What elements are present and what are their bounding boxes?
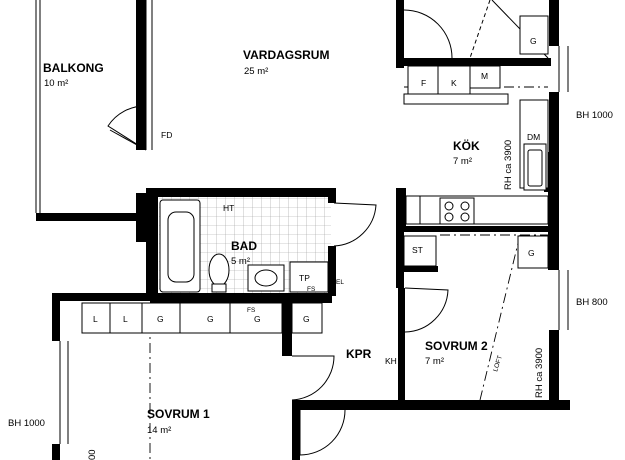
sovrum1-name: SOVRUM 1 [147, 407, 210, 421]
vardagsrum-area: 25 m² [244, 66, 268, 77]
bh1000-right-note: BH 1000 [576, 110, 613, 121]
ht-label: HT [223, 203, 234, 213]
wardrobe-g-3: G [254, 314, 261, 324]
f-label: F [421, 78, 426, 88]
balkong-area: 10 m² [44, 78, 68, 89]
wardrobes [81, 302, 323, 334]
rh-kok-note: RH ca 3900 [503, 140, 514, 190]
k-label: K [451, 78, 457, 88]
kitchen-fixtures [403, 15, 549, 269]
g-label-kok: G [530, 36, 537, 46]
wardrobe-l-2: L [123, 314, 128, 324]
wardrobe-g-4: G [303, 314, 310, 324]
kh-label: KH [385, 356, 397, 366]
bh800-note: BH 800 [576, 297, 608, 308]
bad-name: BAD [231, 239, 257, 253]
vardagsrum-name: VARDAGSRUM [243, 48, 329, 62]
fs-label-wardrobe: FS [247, 307, 256, 314]
bh1000-left-note: BH 1000 [8, 418, 45, 429]
el-label: EL [336, 279, 344, 286]
wardrobe-l-1: L [93, 314, 98, 324]
windows [35, 0, 569, 444]
kok-area: 7 m² [453, 156, 472, 167]
fs-label-tp: FS [307, 286, 316, 293]
balkong-name: BALKONG [43, 61, 104, 75]
dm-label: DM [527, 132, 540, 142]
wardrobe-g-2: G [207, 314, 214, 324]
kpr-name: KPR [346, 347, 372, 361]
m-label: M [481, 71, 488, 81]
bathroom-fixtures [159, 199, 329, 293]
rh-sovrum2-note: RH ca 3900 [534, 348, 545, 398]
bad-area: 5 m² [231, 256, 250, 267]
g-label-sovrum2: G [528, 248, 535, 258]
st-label: ST [412, 245, 423, 255]
sovrum1-area: 14 m² [147, 425, 171, 436]
sovrum2-area: 7 m² [425, 356, 444, 367]
kok-name: KÖK [453, 138, 480, 153]
wardrobe-g-1: G [157, 314, 164, 324]
sovrum2-name: SOVRUM 2 [425, 339, 488, 353]
fd-label: FD [161, 130, 172, 140]
tp-label: TP [299, 273, 310, 283]
loft-label: LOFT [492, 355, 504, 373]
cut-left-note: 00 [87, 449, 98, 460]
doors [107, 0, 549, 456]
